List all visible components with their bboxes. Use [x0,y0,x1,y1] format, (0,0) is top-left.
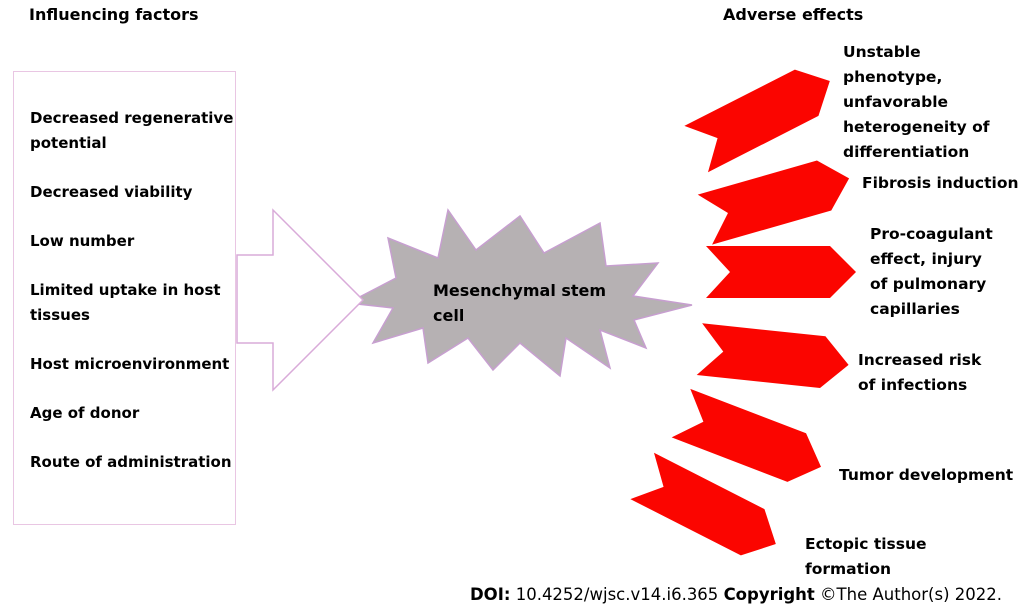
adverse-effect-label: Ectopic tissue formation [805,535,927,578]
doi-copyright-line: DOI: 10.4252/wjsc.v14.i6.365 Copyright ©… [470,585,1002,604]
stem-cell-label: Mesenchymal stem cell [433,281,607,325]
factor-item: Decreased regenerative potential [30,109,234,152]
adverse-effect-label: Fibrosis induction [862,174,1019,192]
factor-item: Low number [30,232,135,250]
stem-cell-burst-shape [345,208,693,378]
adverse-arrow-tumor [671,388,822,482]
influencing-factors-box: Decreased regenerative potential Decreas… [13,71,236,525]
adverse-effect-label: Increased risk of infections [858,351,982,394]
doi-label: DOI: [469,585,511,604]
factor-item: Route of administration [30,453,232,471]
adverse-arrow-ectopic [630,452,776,556]
copyright-label: Copyright [723,585,815,604]
adverse-arrow-unstable-phenotype [684,69,830,173]
adverse-effect-label: Tumor development [839,466,1014,484]
adverse-effect-label: Pro-coagulant effect, injury of pulmonar… [870,225,993,318]
adverse-effects-heading: Adverse effects [723,5,864,24]
adverse-arrow-infections [696,323,849,388]
doi-value: 10.4252/wjsc.v14.i6.365 [510,585,724,604]
adverse-arrow-pro-coagulant [706,246,856,298]
factor-item: Age of donor [30,404,140,422]
factor-item: Decreased viability [30,183,193,201]
influence-arrow [236,208,365,392]
factor-item: Host microenvironment [30,355,230,373]
adverse-effect-label: Unstable phenotype, unfavorable heteroge… [843,43,990,161]
adverse-arrow-fibrosis [697,160,850,245]
factor-item: Limited uptake in host tissues [30,281,221,324]
influencing-factors-heading: Influencing factors [29,5,199,24]
copyright-value: ©The Author(s) 2022. [814,585,1002,604]
